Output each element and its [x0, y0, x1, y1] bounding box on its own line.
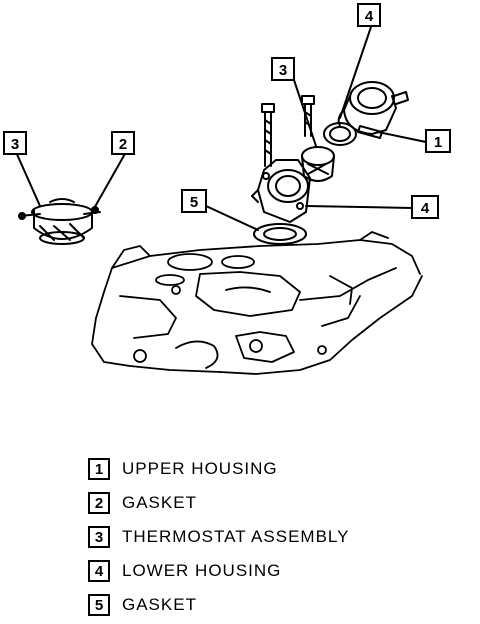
- legend-item: 3 THERMOSTAT ASSEMBLY: [88, 520, 418, 554]
- legend-label: UPPER HOUSING: [122, 459, 278, 478]
- svg-text:3: 3: [279, 62, 287, 79]
- svg-text:2: 2: [119, 136, 127, 153]
- leader-line: [305, 205, 413, 209]
- thermostat: [301, 146, 335, 182]
- svg-text:4: 4: [421, 200, 430, 217]
- callout-5: 5: [181, 189, 207, 213]
- leader-line: [15, 151, 41, 207]
- engine-block: [91, 231, 423, 375]
- legend-item: 4 LOWER HOUSING: [88, 554, 418, 588]
- parts-legend: 1 UPPER HOUSING 2 GASKET 3 THERMOSTAT AS…: [88, 452, 418, 622]
- legend-item: 2 GASKET: [88, 486, 418, 520]
- legend-number: 2: [88, 492, 110, 514]
- leader-line: [339, 23, 373, 119]
- callout-4-right: 4: [411, 195, 439, 219]
- legend-number: 5: [88, 594, 110, 616]
- leader-line: [293, 79, 317, 147]
- callout-3-left: 3: [3, 131, 27, 155]
- lower-gasket: [253, 223, 307, 245]
- callout-3-top: 3: [271, 57, 295, 81]
- legend-label: GASKET: [122, 493, 197, 512]
- svg-text:3: 3: [11, 136, 19, 153]
- svg-text:5: 5: [190, 194, 198, 211]
- callout-4-top: 4: [357, 3, 381, 27]
- leader-line: [91, 151, 127, 213]
- bolt-right: [301, 95, 315, 137]
- lower-housing: [251, 159, 311, 223]
- svg-text:4: 4: [365, 8, 374, 25]
- legend-item: 1 UPPER HOUSING: [88, 452, 418, 486]
- callout-1: 1: [425, 129, 451, 153]
- legend-label: LOWER HOUSING: [122, 561, 282, 580]
- legend-number: 3: [88, 526, 110, 548]
- upper-gasket-ring: [323, 122, 357, 146]
- legend-item: 5 GASKET: [88, 588, 418, 622]
- callout-2: 2: [111, 131, 135, 155]
- legend-number: 4: [88, 560, 110, 582]
- exploded-diagram: 3 2 4 3 1 4 5: [3, 3, 451, 375]
- legend-number: 1: [88, 458, 110, 480]
- legend-label: THERMOSTAT ASSEMBLY: [122, 527, 350, 546]
- legend-label: GASKET: [122, 595, 197, 614]
- leader-line: [377, 131, 427, 143]
- bolt-left: [261, 103, 275, 167]
- svg-text:1: 1: [434, 134, 442, 151]
- leader-line: [205, 205, 259, 231]
- left-thermostat-detail: [18, 198, 101, 245]
